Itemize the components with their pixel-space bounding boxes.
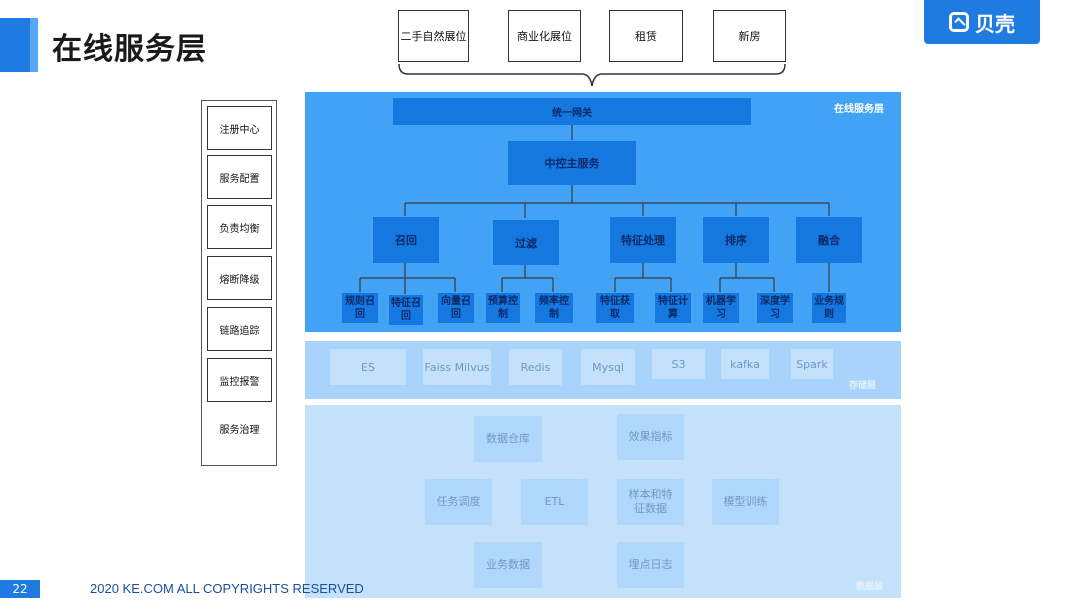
- storage-s3: S3: [652, 349, 705, 379]
- brand-logo: 贝壳: [924, 0, 1040, 44]
- governance-item-registry: 注册中心: [207, 106, 272, 150]
- online-layer-label: 在线服务层: [834, 104, 884, 115]
- scenario-box-secondhand: 二手自然展位: [398, 10, 469, 62]
- module-feature: 特征处理: [610, 217, 676, 263]
- governance-item-monitoring: 监控报警: [207, 358, 272, 402]
- module-fusion: 融合: [796, 217, 862, 263]
- page-number: 22: [0, 580, 40, 598]
- data-etl: ETL: [521, 479, 588, 525]
- logo-mark-icon: [949, 12, 969, 32]
- governance-item-circuit-breaker: 熔断降级: [207, 256, 272, 300]
- storage-mysql: Mysql: [581, 349, 635, 385]
- leaf-feature-fetch: 特征获取: [596, 293, 634, 323]
- leaf-business-rules: 业务规则: [812, 293, 846, 323]
- data-warehouse: 数据仓库: [474, 416, 542, 462]
- leaf-vector-recall: 向量召回: [438, 293, 474, 323]
- leaf-machine-learning: 机器学习: [703, 293, 739, 323]
- page-title: 在线服务层: [52, 32, 207, 67]
- data-layer-label: 数据层: [856, 582, 884, 592]
- leaf-feature-recall: 特征召回: [389, 295, 423, 325]
- leaf-budget-control: 预算控制: [486, 293, 520, 323]
- unified-gateway: 统一网关: [393, 98, 751, 125]
- logo-text: 贝壳: [975, 11, 1015, 36]
- data-metrics: 效果指标: [617, 414, 684, 460]
- data-model-training: 模型训练: [712, 479, 779, 525]
- governance-item-tracing: 链路追踪: [207, 307, 272, 351]
- online-service-layer: [305, 92, 901, 332]
- data-samples-features: 样本和特征数据: [617, 479, 684, 525]
- data-business: 业务数据: [474, 542, 542, 588]
- data-layer: [305, 405, 901, 598]
- copyright-footer: 2020 KE.COM ALL COPYRIGHTS RESERVED: [90, 581, 364, 596]
- leaf-deep-learning: 深度学习: [757, 293, 793, 323]
- scenario-box-rental: 租赁: [609, 10, 683, 62]
- leaf-rule-recall: 规则召回: [342, 293, 378, 323]
- scenario-box-newhome: 新房: [713, 10, 786, 62]
- module-filter: 过滤: [493, 220, 559, 265]
- storage-kafka: kafka: [721, 349, 769, 379]
- storage-redis: Redis: [509, 349, 562, 385]
- governance-label: 服务治理: [219, 424, 260, 436]
- title-accent-bar-light: [30, 18, 38, 72]
- leaf-frequency-control: 频率控制: [535, 293, 573, 323]
- scenario-brace: [398, 63, 786, 87]
- storage-spark: Spark: [791, 349, 833, 379]
- storage-es: ES: [330, 349, 406, 385]
- module-recall: 召回: [373, 217, 439, 263]
- scenario-box-commercial: 商业化展位: [508, 10, 581, 62]
- controller-service: 中控主服务: [508, 141, 636, 185]
- governance-item-config: 服务配置: [207, 155, 272, 199]
- governance-item-load-balance: 负责均衡: [207, 205, 272, 249]
- data-tracking-logs: 埋点日志: [617, 542, 684, 588]
- leaf-feature-compute: 特征计算: [655, 293, 691, 323]
- storage-faiss-milvus: Faiss Milvus: [423, 349, 491, 385]
- data-scheduling: 任务调度: [425, 479, 492, 525]
- module-rank: 排序: [703, 217, 769, 263]
- storage-layer-label: 存储层: [849, 381, 877, 391]
